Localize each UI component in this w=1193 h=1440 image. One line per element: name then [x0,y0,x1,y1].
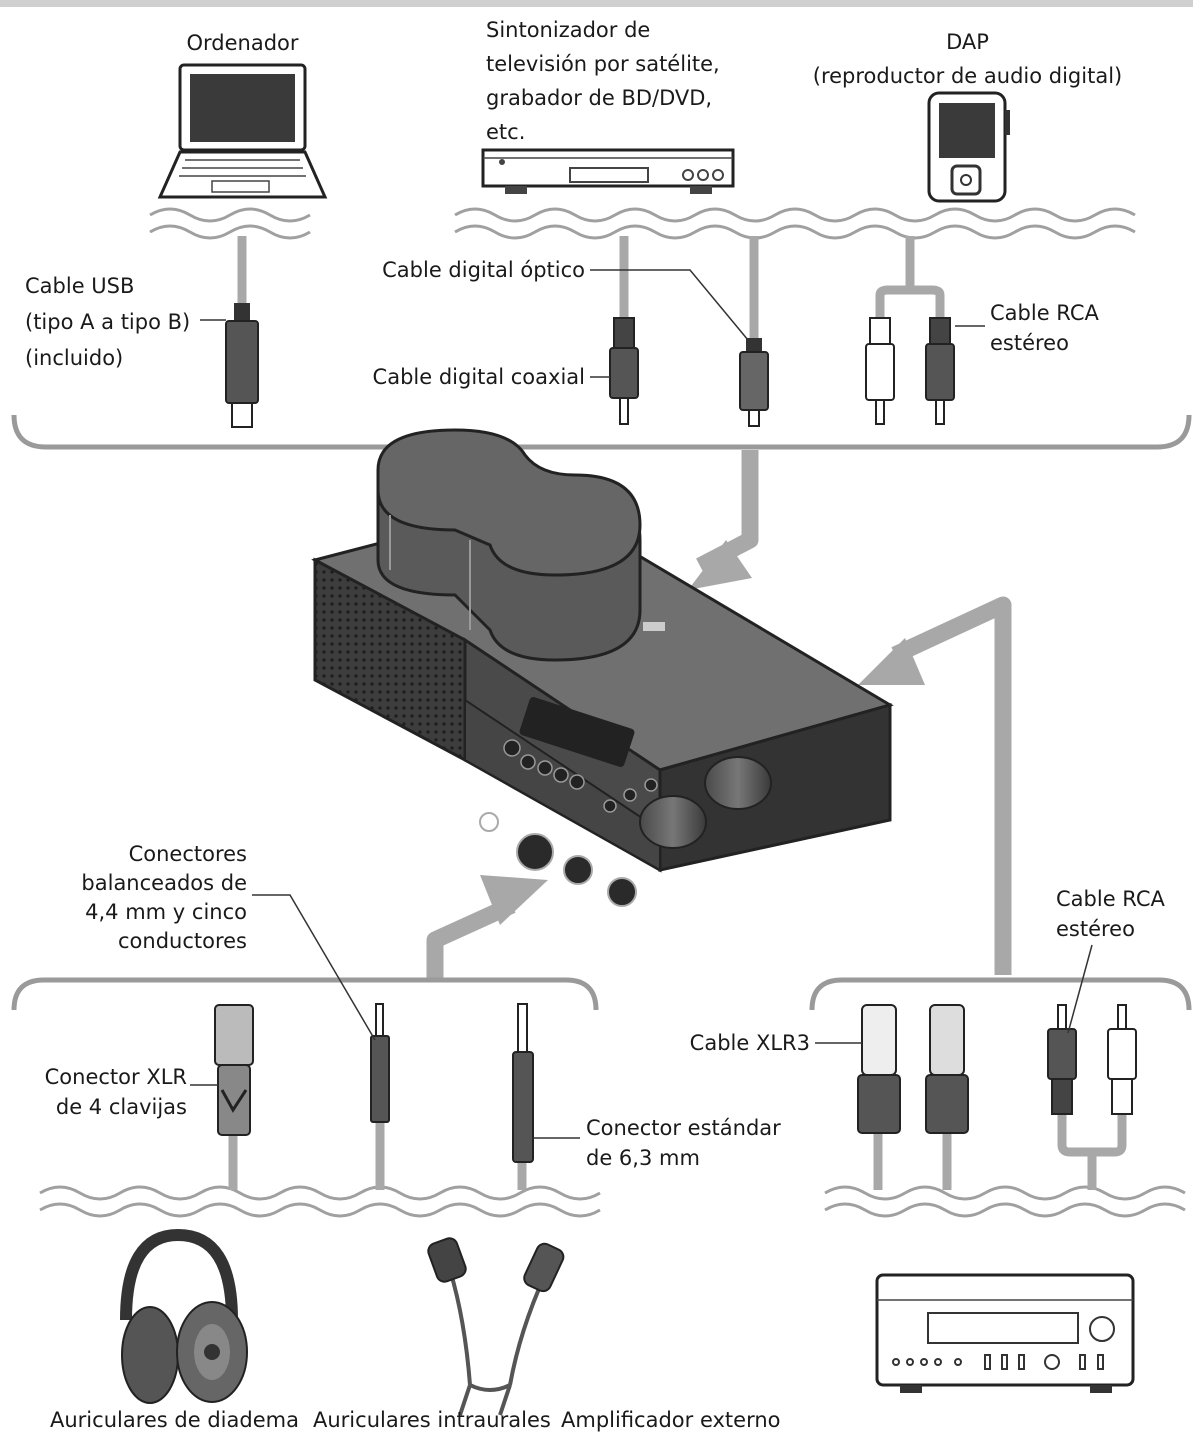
source-cables [237,236,945,340]
output-arrow-left-head [480,875,548,925]
bd-player-illustration [481,148,735,194]
label-computer: Ordenador [186,31,299,55]
output-arrow-right [891,596,1012,975]
label-balanced-line: 4,4 mm y cinco [85,900,247,924]
label-headphones: Auriculares de diadema [50,1408,299,1432]
label-optical-cable: Cable digital óptico [382,258,585,282]
dap-illustration [927,91,1010,203]
standard-6-3mm-plug-illustration [512,1003,534,1163]
headphones-illustration [120,1228,248,1404]
label-standard-connector: Conector estándar de 6,3 mm [586,1113,801,1173]
optical-plug-illustration [739,338,769,427]
label-xlr4-line: de 4 clavijas [55,1095,187,1119]
label-rca-output-line: estéreo [1056,917,1135,941]
label-balanced-connectors: Conectores balanceados de 4,4 mm y cinco… [40,840,247,956]
label-balanced-line: Conectores [128,842,247,866]
label-xlr4-connector: Conector XLR de 4 clavijas [20,1062,187,1122]
xlr3-plugs-illustration [857,1004,969,1134]
label-usb-line: (tipo A a tipo B) [25,310,191,334]
output-brace-left [11,977,599,1011]
label-rca-input: Cable RCA estéreo [990,298,1140,358]
balanced-4-4mm-plug-illustration [370,1003,390,1123]
output-leader-lines [190,894,1093,1139]
output-cables [228,1112,1127,1190]
label-rca-output-line: Cable RCA [1056,887,1165,911]
rca-input-plugs-illustration [865,317,955,425]
label-usb-line: Cable USB [25,274,135,298]
label-usb-cable: Cable USB (tipo A a tipo B) (incluido) [25,268,205,376]
label-earphones: Auriculares intraurales [313,1408,551,1432]
label-tuner-line: etc. [486,120,526,144]
usb-plug-illustration [225,303,259,428]
label-xlr4-line: Conector XLR [44,1065,187,1089]
xlr4-plug-illustration [214,1004,254,1136]
label-xlr3-cable: Cable XLR3 [689,1031,810,1055]
output-arrow-left [426,897,516,978]
input-brace [11,414,1192,450]
label-tuner-line: Sintonizador de [486,18,651,42]
label-dap-line: (reproductor de audio digital) [812,64,1123,88]
label-tuner: Sintonizador de televisión por satélite,… [486,13,746,149]
output-brace-right [809,977,1192,1011]
source-wave-separators [149,207,1136,240]
external-amplifier-illustration [875,1273,1135,1393]
label-dap-line: DAP [946,30,989,54]
label-dap: DAP (reproductor de audio digital) [800,25,1135,93]
label-rca-output: Cable RCA estéreo [1056,884,1191,944]
label-balanced-line: balanceados de [81,871,247,895]
input-leader-lines [200,269,985,378]
headphone-amplifier-illustration [311,428,894,907]
label-rca-input-line: Cable RCA [990,301,1099,325]
label-tuner-line: televisión por satélite, [486,52,720,76]
label-rca-input-line: estéreo [990,331,1069,355]
label-standard-line: de 6,3 mm [586,1146,700,1170]
rca-output-plugs-illustration [1047,1004,1137,1115]
label-usb-line: (incluido) [25,346,124,370]
earphones-illustration [427,1237,565,1416]
input-arrow-head [688,540,752,590]
output-arrow-right-head [858,638,925,685]
top-border [0,0,1193,7]
label-standard-line: Conector estándar [586,1116,781,1140]
label-coaxial-cable: Cable digital coaxial [372,365,585,389]
laptop-illustration [157,63,328,199]
label-amplifier: Amplificador externo [561,1408,781,1432]
label-balanced-line: conductores [117,929,247,953]
output-wave-separators [39,1185,1186,1218]
coaxial-plug-illustration [609,317,639,425]
label-tuner-line: grabador de BD/DVD, [486,86,713,110]
